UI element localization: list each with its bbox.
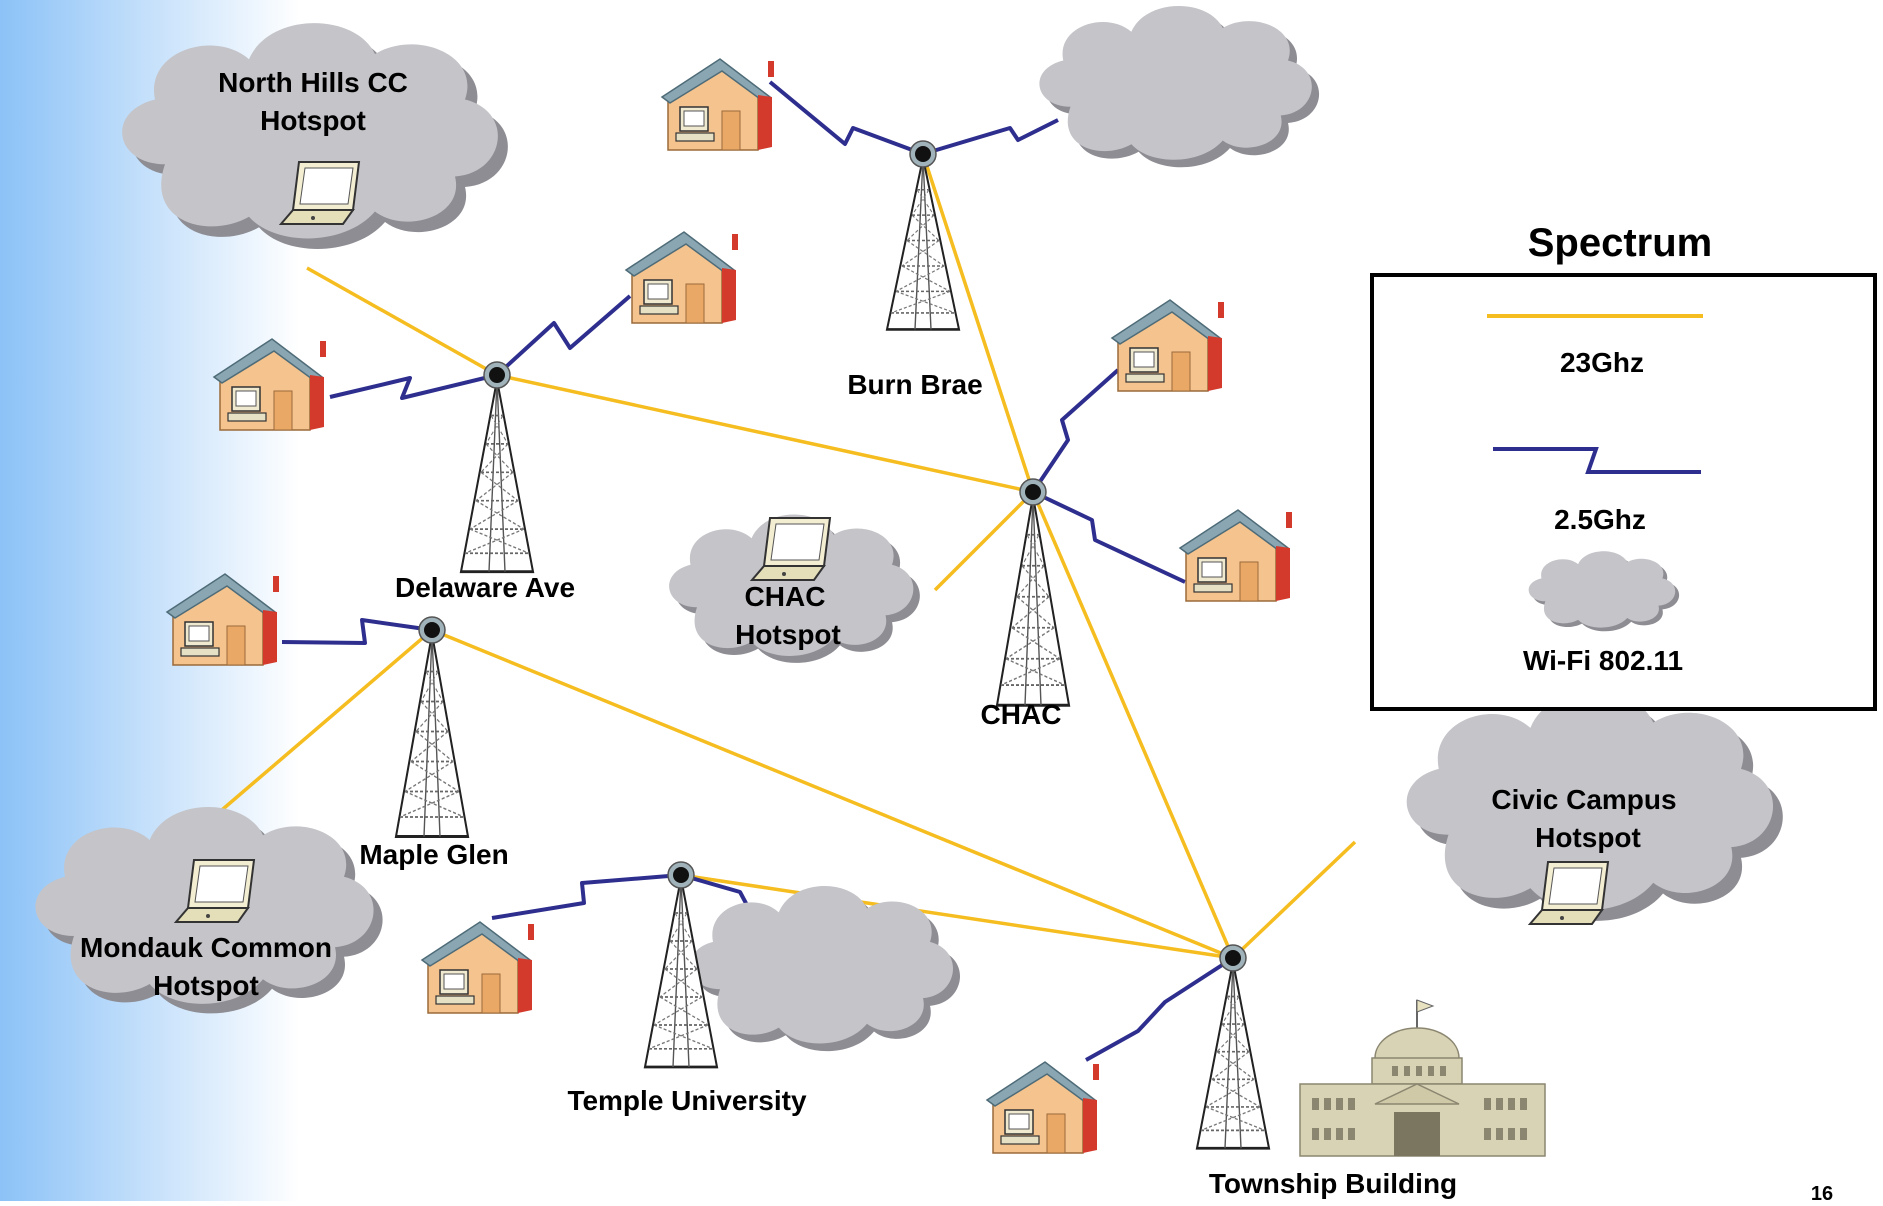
- link-delaware-chac: [496, 373, 1034, 494]
- label-civic-line2: Hotspot: [1535, 822, 1641, 853]
- node-chac: [1019, 478, 1047, 506]
- link-temple-house: [491, 873, 682, 920]
- label-delaware-ave: Delaware Ave: [395, 572, 575, 603]
- cloud-burn-brae: [1039, 5, 1320, 168]
- link-burnbrae-cloud: [922, 118, 1059, 156]
- cloud-temple: [689, 885, 961, 1052]
- label-chac: CHAC: [981, 699, 1062, 730]
- label-civic-line1: Civic Campus: [1491, 784, 1676, 815]
- link-burnbrae-house: [768, 80, 924, 156]
- label-burn-brae: Burn Brae: [847, 369, 982, 400]
- legend-wifi-cloud: [1528, 551, 1680, 632]
- link-delaware-house-west: [329, 373, 498, 400]
- house-icon: [986, 1061, 1100, 1154]
- legend-wifi-label: Wi-Fi 802.11: [1523, 645, 1683, 676]
- township-building-icon: [1299, 999, 1546, 1157]
- link-township-civic: [1231, 840, 1357, 960]
- house-icon: [661, 58, 775, 151]
- page-number: 16: [1811, 1183, 1833, 1201]
- link-chac-township: [1031, 491, 1235, 959]
- link-temple-township: [680, 873, 1234, 960]
- link-chac-house-north: [1031, 368, 1120, 494]
- link-burnbrae-chac: [921, 153, 1035, 493]
- link-township-house: [1085, 956, 1235, 1062]
- legend-25ghz-line: [1493, 447, 1701, 474]
- node-township: [1219, 944, 1247, 972]
- label-mondauk-line2: Hotspot: [153, 970, 259, 1001]
- links-25ghz: [281, 80, 1235, 1062]
- link-mapleglen-mondauk: [200, 628, 434, 829]
- tower-icon: [459, 378, 535, 574]
- label-temple-university: Temple University: [567, 1085, 807, 1116]
- legend-box: [1370, 273, 1877, 711]
- link-mapleglen-township: [431, 628, 1234, 960]
- label-north-hills-line2: Hotspot: [260, 105, 366, 136]
- house-icon: [625, 231, 739, 324]
- label-township-building: Township Building: [1209, 1168, 1457, 1199]
- link-northhills-delaware: [306, 266, 498, 377]
- label-chac-hotspot-line2: Hotspot: [735, 619, 841, 650]
- legend-23ghz-label: 23Ghz: [1560, 347, 1644, 378]
- label-mondauk-line1: Mondauk Common: [80, 932, 332, 963]
- link-mapleglen-house: [281, 618, 433, 645]
- link-delaware-house-east: [495, 294, 632, 377]
- label-chac-hotspot-line1: CHAC: [745, 581, 826, 612]
- label-north-hills-line1: North Hills CC: [218, 67, 408, 98]
- legend: Spectrum 23Ghz 2.5Ghz Wi-Fi 802.11: [1370, 221, 1877, 711]
- node-maple-glen: [418, 616, 446, 644]
- tower-icon: [394, 632, 470, 838]
- tower-icon: [885, 156, 961, 331]
- tower-icon: [1195, 960, 1271, 1150]
- house-icon: [421, 921, 535, 1014]
- house-icon: [1179, 509, 1293, 602]
- label-maple-glen: Maple Glen: [359, 839, 508, 870]
- house-icon: [1111, 299, 1225, 392]
- node-temple: [667, 861, 695, 889]
- node-delaware-ave: [483, 361, 511, 389]
- link-chac-house-south: [1032, 490, 1186, 584]
- node-burn-brae: [909, 140, 937, 168]
- tower-icon: [995, 494, 1071, 707]
- legend-25ghz-label: 2.5Ghz: [1554, 504, 1646, 535]
- links-23ghz: [200, 153, 1357, 960]
- legend-title: Spectrum: [1528, 221, 1713, 265]
- link-chac-chachotspot: [933, 490, 1035, 592]
